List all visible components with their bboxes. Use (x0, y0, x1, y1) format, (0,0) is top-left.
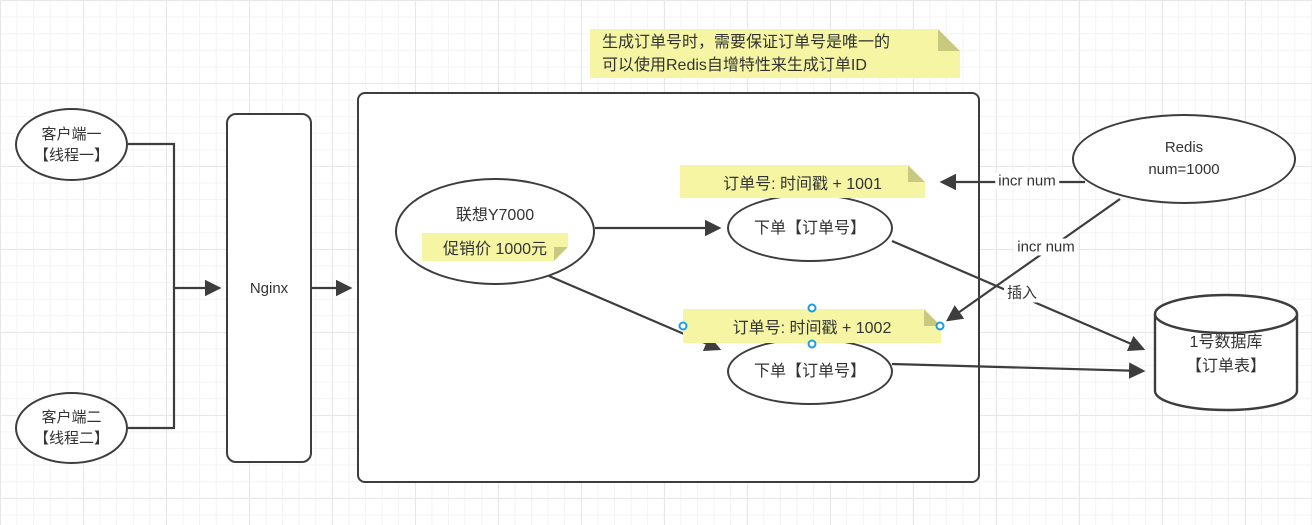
node-product[interactable]: 联想Y7000 (395, 178, 595, 285)
node-redis-label-line2: num=1000 (1148, 161, 1220, 178)
note-fold-corner (938, 29, 960, 51)
edge-label-incr-num-1[interactable]: incr num (995, 172, 1059, 190)
edge-label-insert[interactable]: 插入 (1003, 281, 1041, 303)
note-order-number-1002-text: 订单号: 时间戳 + 1002 (732, 320, 892, 337)
note-order-number-1001-text: 订单号: 时间戳 + 1001 (723, 175, 882, 193)
node-product-label: 联想Y7000 (455, 207, 535, 224)
node-database-label-line1: 1号数据库 (1189, 334, 1263, 351)
node-database-label-line2: 【订单表】 (1185, 358, 1266, 375)
node-database[interactable]: 1号数据库 【订单表】 (1152, 293, 1300, 412)
tag-promo-price[interactable]: 促销价 1000元 (422, 233, 568, 261)
node-place-order-1[interactable]: 下单【订单号】 (727, 194, 893, 262)
node-client2-label-line2: 【线程二】 (33, 430, 109, 447)
tag-promo-price-text: 促销价 1000元 (442, 241, 548, 258)
process-container-box[interactable] (357, 92, 980, 483)
node-place-order-2-label: 下单【订单号】 (753, 363, 866, 380)
note-order-number-1001[interactable]: 订单号: 时间戳 + 1001 (680, 165, 925, 198)
node-place-order-1-label: 下单【订单号】 (753, 219, 866, 237)
node-client2-label-line1: 客户端二 (41, 409, 102, 426)
selection-handle-top[interactable] (807, 303, 817, 313)
selection-handle-bottom[interactable] (807, 339, 817, 349)
node-database-label: 1号数据库 【订单表】 (1152, 331, 1300, 379)
node-redis-label-line1: Redis (1164, 139, 1204, 156)
node-redis[interactable]: Redis num=1000 (1072, 114, 1296, 204)
database-cylinder-shape (1153, 293, 1299, 412)
node-place-order-2[interactable]: 下单【订单号】 (727, 338, 893, 405)
note-order-id-line1: 生成订单号时，需要保证订单号是唯一的 (602, 33, 891, 51)
note-order-id-line2: 可以使用Redis自增特性来生成订单ID (602, 56, 867, 74)
selection-handle-left[interactable] (678, 321, 688, 331)
node-client1-label-line1: 客户端一 (41, 125, 102, 143)
selection-handle-right[interactable] (935, 321, 945, 331)
node-client1-label-line2: 【线程一】 (33, 146, 109, 164)
edge-clients-merge[interactable] (128, 142, 176, 430)
node-client1[interactable]: 客户端一 【线程一】 (15, 108, 128, 181)
note-order-number-1002[interactable]: 订单号: 时间戳 + 1002 (683, 309, 941, 343)
note-order-id-explanation[interactable]: 生成订单号时，需要保证订单号是唯一的 可以使用Redis自增特性来生成订单ID (590, 29, 960, 78)
node-nginx-label: Nginx (249, 279, 289, 297)
node-client2[interactable]: 客户端二 【线程二】 (15, 392, 128, 464)
edge-label-incr-num-2[interactable]: incr num (1014, 238, 1078, 256)
node-nginx[interactable]: Nginx (226, 113, 312, 463)
